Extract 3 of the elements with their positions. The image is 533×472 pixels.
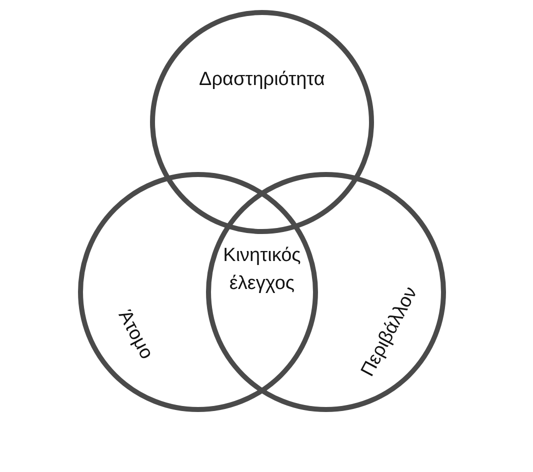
set-label: Δραστηριότητα [199,69,325,91]
set-label: Άτομο [113,306,157,364]
overlap-label: Κινητικός έλεγχος [222,244,302,296]
